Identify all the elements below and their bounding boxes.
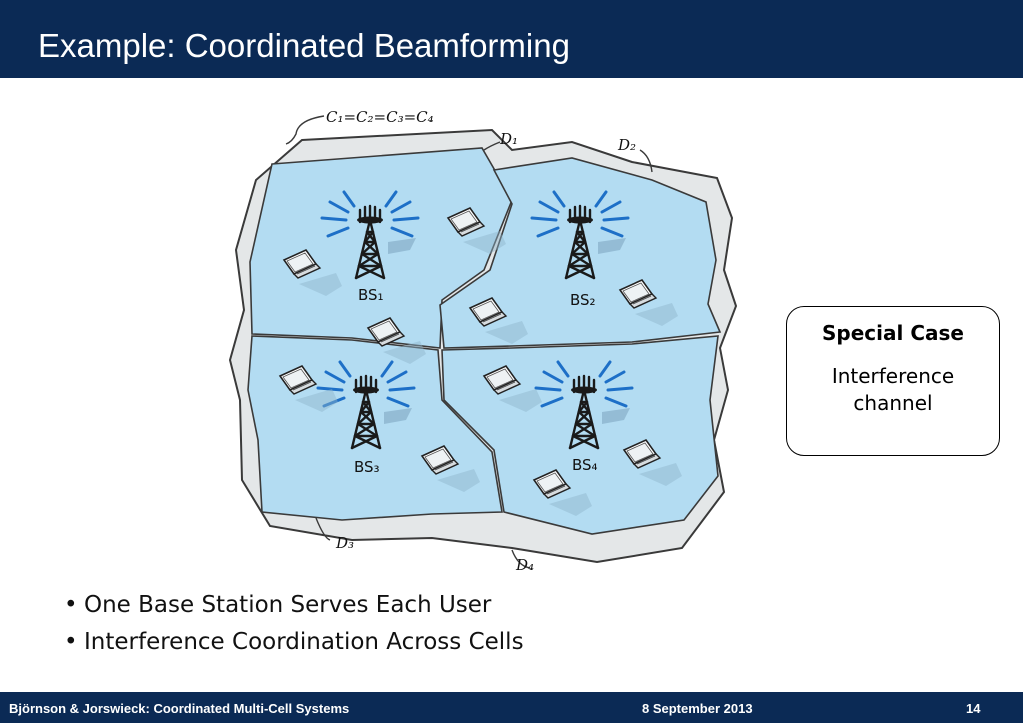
region-label-d1: D₁ [499,130,518,148]
region-label-d3: D₃ [335,534,354,552]
base-station-label-1: BS₁ [358,286,384,304]
special-case-title: Special Case [822,321,964,345]
slide-title: Example: Coordinated Beamforming [38,27,570,64]
cluster-label: C₁=C₂=C₃=C₄ [326,108,434,126]
base-station-label-4: BS₄ [572,456,598,474]
special-case-body: Interference channel [831,364,955,415]
list-item: •Interference Coordination Across Cells [64,625,524,662]
bullet-text: Interference Coordination Across Cells [84,629,524,655]
bullet-icon: • [64,629,78,655]
footer-date: 8 September 2013 [642,701,753,716]
slide-header: Example: Coordinated Beamforming [0,0,1023,78]
base-station-label-3: BS₃ [354,458,380,476]
page-number: 14 [966,701,981,716]
region-label-d4: D₄ [515,556,534,574]
network-diagram: C₁=C₂=C₃=C₄ D₁ D₂ D₃ D₄ BS₁ BS₂ BS₃ BS₄ [228,108,738,574]
bullet-text: One Base Station Serves Each User [84,592,492,618]
list-item: •One Base Station Serves Each User [64,588,524,625]
region-label-d2: D₂ [617,136,636,154]
base-station-label-2: BS₂ [570,291,596,309]
bullet-list: •One Base Station Serves Each User •Inte… [64,588,524,662]
special-case-box: Special Case Interference channel [786,306,1000,456]
bullet-icon: • [64,592,78,618]
slide-footer: Björnson & Jorswieck: Coordinated Multi-… [0,692,1023,723]
footer-authors: Björnson & Jorswieck: Coordinated Multi-… [9,701,350,716]
